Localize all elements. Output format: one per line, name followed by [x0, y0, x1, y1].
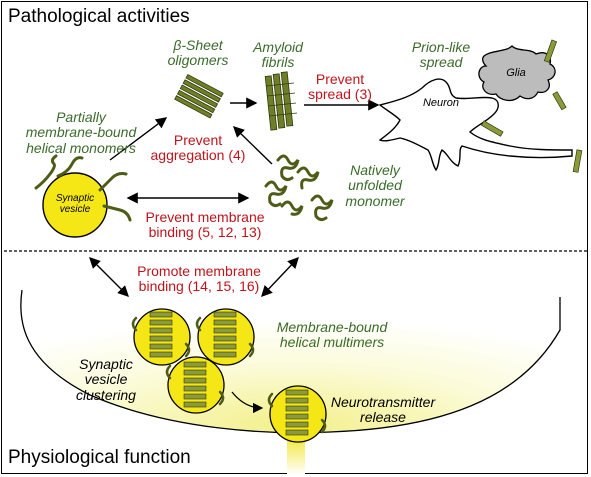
physiological-title: Physiological function — [8, 447, 191, 468]
beta-sheet-oligomer — [174, 73, 224, 119]
beta-sheet-line-2: oligomers — [167, 52, 229, 69]
vesicle-down-arrow — [89, 257, 129, 297]
release-glow — [287, 440, 305, 475]
clustering-line-1: Synaptic — [79, 356, 133, 372]
release-label: Neurotransmitter release — [318, 394, 448, 426]
spread-fibrils — [480, 39, 583, 173]
prevent-binding-line-2: binding (5, 12, 13) — [148, 224, 262, 241]
neuron-cell — [378, 78, 573, 172]
release-line-2: release — [360, 409, 406, 426]
prion-line-2: spread — [419, 54, 463, 71]
synaptic-vesicle-top — [42, 172, 108, 238]
prevent-spread-label: Prevent spread (3) — [300, 71, 380, 103]
vesicle-line-1: Synaptic — [55, 193, 95, 204]
prion-line-1: Prion-like — [411, 39, 471, 55]
unfolded-to-oligomer-arrow — [232, 126, 273, 165]
promote-membrane-binding-label: Promote membrane binding (14, 15, 16) — [124, 263, 274, 295]
spread-line-2: spread (3) — [308, 86, 372, 103]
prevent-binding-line-1: Prevent membrane — [145, 209, 265, 225]
prevent-aggregation-label: Prevent aggregation (4) — [142, 132, 254, 164]
glia-cell — [478, 45, 556, 102]
partial-monomers-label: Partially membrane-bound helical monomer… — [6, 109, 156, 156]
clustering-line-3: clustering — [76, 386, 136, 403]
synaptic-vesicle-label: Synaptic vesicle — [45, 193, 105, 215]
membrane-multimers-label: Membrane-bound helical multimers — [262, 319, 402, 351]
amyloid-line-1: Amyloid — [253, 39, 303, 55]
multimers-line-1: Membrane-bound — [276, 319, 388, 335]
aggregation-line-1: Prevent — [173, 132, 223, 148]
unfolded-monomers — [264, 154, 334, 222]
beta-sheet-label: β-Sheet oligomers — [158, 37, 238, 69]
aggregation-line-2: aggregation (4) — [150, 147, 246, 164]
clustering-label: Synaptic vesicle clustering — [66, 356, 146, 403]
unfolded-down-arrow — [261, 256, 299, 298]
partial-monomers — [34, 154, 132, 222]
release-arrow — [231, 391, 264, 414]
partial-line-1: Partially — [56, 109, 106, 125]
unfolded-line-3: monomer — [345, 192, 405, 209]
vesicle-cluster — [131, 308, 327, 443]
unfolded-line-1: Natively — [350, 162, 400, 178]
release-line-1: Neurotransmitter — [330, 394, 436, 410]
partial-line-3: helical monomers — [26, 139, 136, 156]
amyloid-label: Amyloid fibrils — [243, 39, 313, 71]
promote-binding-line-2: binding (14, 15, 16) — [138, 278, 260, 295]
unfolded-line-2: unfolded — [348, 177, 402, 194]
clustering-line-2: vesicle — [84, 371, 128, 388]
beta-sheet-line-1: β-Sheet — [173, 37, 223, 53]
monomer-to-oligomer-arrow — [109, 117, 168, 161]
amyloid-line-2: fibrils — [261, 54, 295, 71]
glia-label: Glia — [506, 67, 526, 79]
vesicle-3 — [167, 356, 225, 414]
spread-line-1: Prevent — [315, 71, 365, 87]
prion-label: Prion-like spread — [400, 39, 482, 71]
vesicle-line-2: vesicle — [59, 204, 91, 215]
partial-line-2: membrane-bound — [25, 124, 137, 141]
natively-unfolded-label: Natively unfolded monomer — [325, 162, 425, 209]
pathological-title: Pathological activities — [8, 6, 190, 27]
promote-binding-line-1: Promote membrane — [137, 263, 261, 279]
neuron-label: Neuron — [422, 97, 460, 109]
multimers-line-2: helical multimers — [279, 334, 385, 351]
prevent-membrane-binding-label: Prevent membrane binding (5, 12, 13) — [130, 209, 280, 241]
amyloid-fibril — [264, 71, 298, 131]
